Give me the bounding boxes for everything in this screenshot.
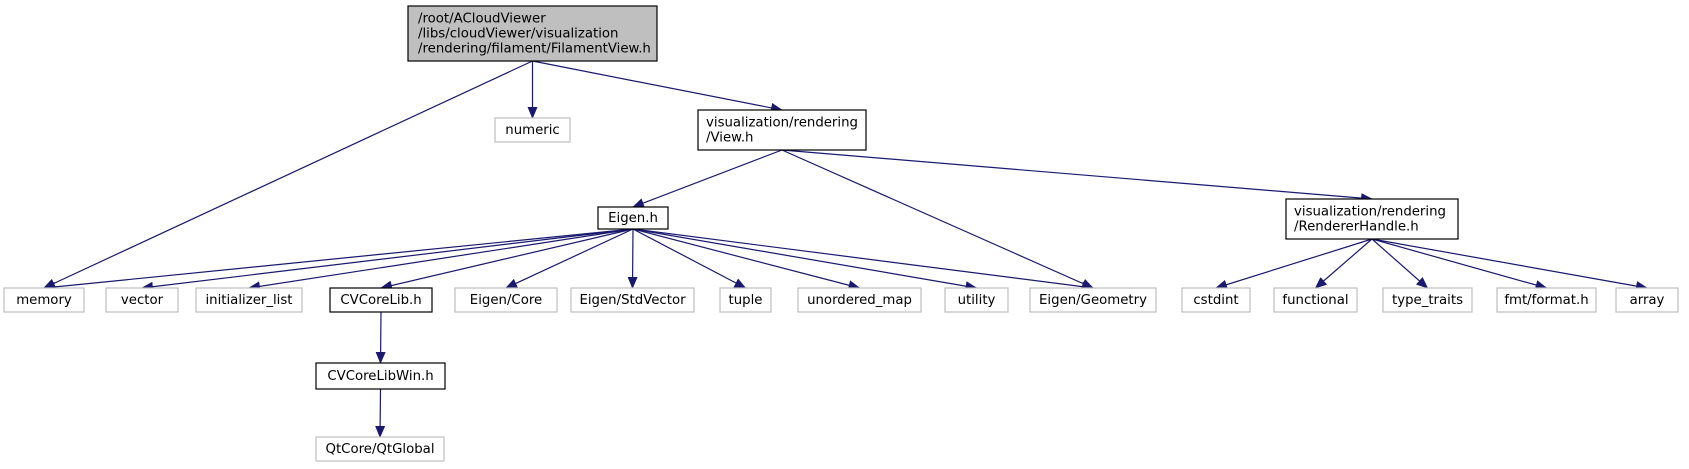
node-label-line: Eigen/Core xyxy=(470,293,542,308)
node-memory: memory xyxy=(3,287,85,313)
edge-eigen_h-to-cvcorelib_h xyxy=(380,228,634,291)
node-tuple: tuple xyxy=(719,287,772,313)
node-functional: functional xyxy=(1273,287,1358,313)
node-box xyxy=(1496,287,1597,313)
node-vector: vector xyxy=(105,287,179,313)
node-eigen_h[interactable]: Eigen.h xyxy=(597,206,669,230)
node-cvcorelib_h[interactable]: CVCoreLib.h xyxy=(329,287,433,313)
node-view_h[interactable]: visualization/rendering/View.h xyxy=(697,109,867,151)
nodes-layer: /root/ACloudViewer/libs/cloudViewer/visu… xyxy=(3,5,1679,462)
edge-renderer_handle_h-to-fmt_format_h xyxy=(1371,238,1548,290)
node-box xyxy=(315,362,446,390)
node-label-line: fmt/format.h xyxy=(1504,293,1588,308)
node-box xyxy=(195,287,303,313)
node-box xyxy=(329,287,433,313)
node-label-line: Eigen/StdVector xyxy=(579,293,686,308)
node-box xyxy=(494,117,571,143)
edge-view_h-to-renderer_handle_h xyxy=(781,149,1373,204)
node-fmt_format_h: fmt/format.h xyxy=(1496,287,1597,313)
node-label-line: /RendererHandle.h xyxy=(1294,220,1419,235)
node-label-line: cstdint xyxy=(1193,293,1238,308)
edge-root-to-memory xyxy=(43,60,533,289)
node-label-line: numeric xyxy=(505,123,559,138)
node-box xyxy=(1285,198,1459,240)
node-label-line: type_traits xyxy=(1392,293,1463,308)
node-label-line: unordered_map xyxy=(807,293,912,308)
node-label-line: /View.h xyxy=(706,131,753,146)
node-label-line: CVCoreLib.h xyxy=(340,293,421,308)
node-box xyxy=(719,287,772,313)
edge-eigen_h-to-initializer_list xyxy=(248,228,634,292)
node-box xyxy=(1181,287,1251,313)
node-box xyxy=(1273,287,1358,313)
node-label-line: utility xyxy=(958,293,996,308)
node-eigen_core: Eigen/Core xyxy=(454,287,558,313)
node-label-line: vector xyxy=(121,293,164,308)
node-label-line: QtCore/QtGlobal xyxy=(325,442,434,457)
node-label-line: /libs/cloudViewer/visualization xyxy=(418,27,618,42)
node-eigen_geometry: Eigen/Geometry xyxy=(1029,287,1157,313)
node-box xyxy=(570,287,695,313)
node-numeric: numeric xyxy=(494,117,571,143)
node-box xyxy=(797,287,922,313)
node-label-line: array xyxy=(1630,293,1665,308)
node-box xyxy=(1029,287,1157,313)
node-unordered_map: unordered_map xyxy=(797,287,922,313)
node-cstdint: cstdint xyxy=(1181,287,1251,313)
edge-renderer_handle_h-to-array xyxy=(1371,238,1648,291)
edge-renderer_handle_h-to-cstdint xyxy=(1215,238,1373,290)
edge-eigen_h-to-eigen_stdvector xyxy=(627,228,638,289)
edge-eigen_h-to-utility xyxy=(632,228,978,292)
edge-cvcorelibwin_h-to-qtcore_qtglobal xyxy=(375,388,386,438)
node-label-line: Eigen/Geometry xyxy=(1039,293,1147,308)
edge-eigen_h-to-eigen_core xyxy=(505,228,634,289)
node-array: array xyxy=(1615,287,1679,313)
node-box xyxy=(315,436,445,462)
node-cvcorelibwin_h[interactable]: CVCoreLibWin.h xyxy=(315,362,446,390)
node-box xyxy=(1382,287,1473,313)
node-label-line: visualization/rendering xyxy=(1294,205,1446,220)
node-label-line: memory xyxy=(16,293,72,308)
node-utility: utility xyxy=(944,287,1009,313)
node-label-line: visualization/rendering xyxy=(706,116,858,131)
edge-eigen_h-to-memory xyxy=(43,228,634,292)
node-root[interactable]: /root/ACloudViewer/libs/cloudViewer/visu… xyxy=(407,5,658,62)
edge-eigen_h-to-tuple xyxy=(632,228,747,289)
node-type_traits: type_traits xyxy=(1382,287,1473,313)
node-box xyxy=(697,109,867,151)
node-renderer_handle_h[interactable]: visualization/rendering/RendererHandle.h xyxy=(1285,198,1459,240)
node-initializer_list: initializer_list xyxy=(195,287,303,313)
node-box xyxy=(407,5,658,62)
node-box xyxy=(597,206,669,230)
node-label-line: /rendering/filament/FilamentView.h xyxy=(418,42,651,57)
edges-layer xyxy=(43,60,1648,438)
edge-eigen_h-to-eigen_geometry xyxy=(632,228,1094,292)
node-box xyxy=(105,287,179,313)
node-box xyxy=(1615,287,1679,313)
edge-renderer_handle_h-to-functional xyxy=(1314,238,1373,289)
edge-eigen_h-to-unordered_map xyxy=(632,228,861,291)
node-qtcore_qtglobal: QtCore/QtGlobal xyxy=(315,436,445,462)
node-label-line: Eigen.h xyxy=(608,211,658,226)
node-label-line: CVCoreLibWin.h xyxy=(327,369,433,384)
edge-view_h-to-eigen_geometry xyxy=(781,149,1094,289)
node-label-line: tuple xyxy=(729,293,763,308)
edge-renderer_handle_h-to-type_traits xyxy=(1371,238,1429,289)
node-label-line: initializer_list xyxy=(205,293,292,308)
node-box xyxy=(944,287,1009,313)
node-label-line: /root/ACloudViewer xyxy=(418,12,546,27)
edge-cvcorelib_h-to-cvcorelibwin_h xyxy=(375,311,386,364)
node-eigen_stdvector: Eigen/StdVector xyxy=(570,287,695,313)
node-box xyxy=(3,287,85,313)
edge-eigen_h-to-vector xyxy=(141,228,634,292)
edge-root-to-view_h xyxy=(532,60,783,113)
node-label-line: functional xyxy=(1282,293,1348,308)
edge-view_h-to-eigen_h xyxy=(632,149,783,208)
node-box xyxy=(454,287,558,313)
